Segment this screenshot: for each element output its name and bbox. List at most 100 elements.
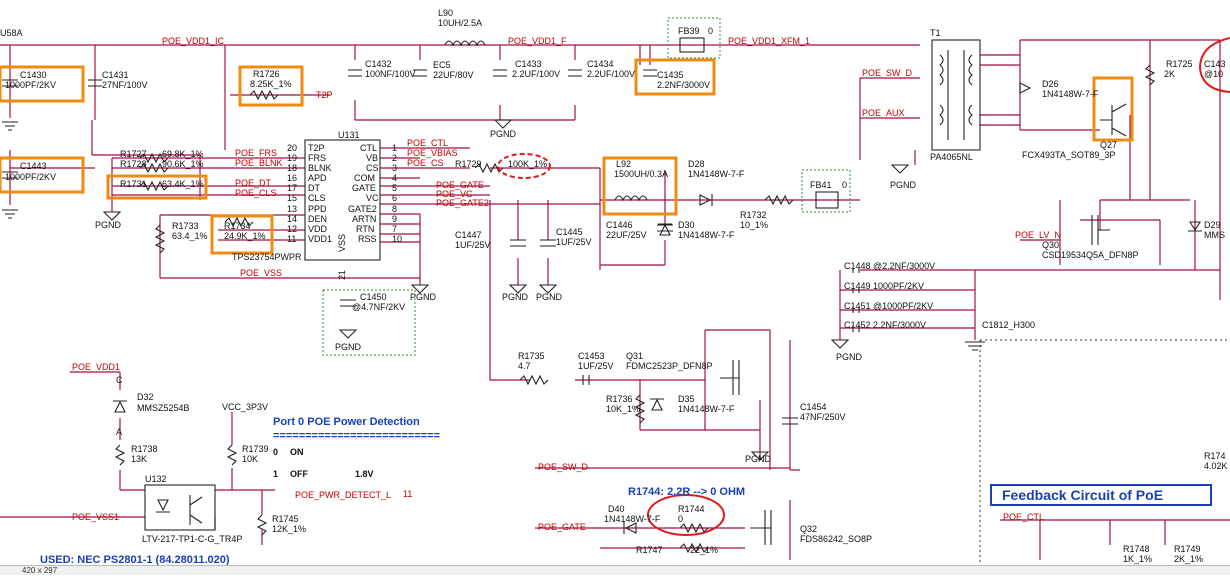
net-poe-sw-d-2: POE_SW_D	[538, 462, 589, 472]
value-c1431: 27NF/100V	[102, 80, 148, 90]
pin-vdd1: VDD1	[308, 234, 332, 244]
value-r1728: 90.6K_1%	[162, 159, 204, 169]
pin-t2p: T2P	[308, 143, 325, 153]
net-pgnd-7: PGND	[335, 342, 362, 352]
pin-num-17: 17	[287, 183, 297, 193]
value-c1443: 1000PF/2KV	[5, 172, 56, 182]
value-q32: FDS86242_SO8P	[800, 534, 872, 544]
label-l90: L90	[438, 8, 453, 18]
value-r1732: 10_1%	[740, 220, 768, 230]
label-fb39: FB39	[678, 26, 700, 36]
net-pgnd-2: PGND	[95, 220, 122, 230]
label-r1736: R1736	[606, 394, 633, 404]
wires	[0, 39, 1230, 560]
net-poe-gate: POE_GATE	[436, 180, 484, 190]
label-d40: D40	[608, 504, 625, 514]
label-d35: D35	[678, 394, 695, 404]
highlight-r1734	[210, 214, 274, 255]
net-labels: POE_VDD1_IC POE_VDD1_F POE_VDD1_XFM_1 PO…	[0, 28, 1061, 532]
label-d29: D29	[1204, 220, 1221, 230]
component-glyphs	[2, 37, 1230, 565]
value-q30: CSD19534Q5A_DFN8P	[1042, 250, 1139, 260]
value-c1450: @4.7NF/2KV	[352, 302, 405, 312]
label-fb41: FB41	[810, 180, 832, 190]
value-r1745: 12K_1%	[272, 524, 306, 534]
pin-num-20: 20	[287, 143, 297, 153]
pin-num-4: 4	[392, 173, 397, 183]
label-c1435: C1435	[657, 70, 684, 80]
port-title: Port 0 POE Power Detection	[273, 416, 420, 428]
pin-vss: VSS	[337, 234, 347, 252]
label-c1453: C1453	[578, 351, 605, 361]
pin-num-18: 18	[287, 163, 297, 173]
value-r1748: 1K_1%	[1123, 554, 1152, 564]
label-d28: D28	[688, 159, 705, 169]
pin-num-13: 13	[287, 204, 297, 214]
value-t1: PA4065NL	[930, 152, 973, 162]
pin-dt: DT	[308, 183, 320, 193]
value-fb41: 0	[842, 180, 847, 190]
value-r1733: 63.4_1%	[172, 231, 208, 241]
port-rule: ==========================	[273, 430, 440, 442]
state-1-num: 1	[273, 469, 278, 479]
value-d28: 1N4148W-7-F	[688, 169, 745, 179]
label-r1739: R1739	[242, 444, 269, 454]
net-poe-vc: POE_VC	[436, 189, 473, 199]
highlight-c1443	[0, 156, 85, 194]
label-u132: U132	[145, 474, 167, 484]
value-r1729: 100K_1%	[508, 159, 547, 169]
diode-pin-c: C	[116, 375, 123, 385]
label-r1735: R1735	[518, 351, 545, 361]
component-labels: C1430 1000PF/2KV C1431 27NF/100V C1443 1…	[5, 8, 1228, 564]
label-r1725: R1725	[1166, 59, 1193, 69]
value-ec5: 22UF/80V	[433, 70, 474, 80]
pin-ppd: PPD	[308, 204, 327, 214]
highlight-l92	[602, 156, 678, 216]
value-r1749: 2K_1%	[1174, 554, 1203, 564]
net-poe-lv-n: POE_LV_N	[1015, 230, 1061, 240]
value-r1727: 69.8K_1%	[162, 149, 204, 159]
net-poe-ctl-2: POE_CTL	[1003, 512, 1044, 522]
label-c1434: C1434	[587, 59, 614, 69]
pin-vb: VB	[366, 153, 378, 163]
pin-num-9: 9	[392, 214, 397, 224]
net-poe-ctl: POE_CTL	[407, 138, 448, 148]
page-size-label: 420 x 297	[22, 566, 58, 575]
pin-num-7: 7	[392, 224, 397, 234]
pin-den: DEN	[308, 214, 327, 224]
pin-blnk: BLNK	[308, 163, 332, 173]
state-0-num: 0	[273, 447, 278, 457]
label-c1432: C1432	[365, 59, 392, 69]
pin-rtn: RTN	[356, 224, 374, 234]
value-d26: 1N4148W-7-F	[1042, 89, 1099, 99]
value-r1726: 8.25K_1%	[250, 79, 292, 89]
label-r1728: R1728	[120, 159, 147, 169]
label-c1451: C1451	[844, 301, 871, 311]
value-c1433: 2.2UF/100V	[512, 69, 560, 79]
net-poe-cs: POE_CS	[407, 158, 444, 168]
value-d32: MMSZ5254B	[137, 403, 190, 413]
net-poe-vdd1-xfm-1: POE_VDD1_XFM_1	[728, 36, 810, 46]
value-c1435: 2.2NF/3000V	[657, 80, 710, 90]
highlight-boxes	[0, 58, 1134, 255]
net-poe-dt: POE_DT	[235, 178, 272, 188]
label-d26: D26	[1042, 79, 1059, 89]
label-q31: Q31	[626, 351, 643, 361]
value-r1725: 2K	[1164, 69, 1175, 79]
value-c1430: 1000PF/2KV	[5, 80, 56, 90]
net-poe-vdd1-f: POE_VDD1_F	[508, 36, 567, 46]
highlight-q27	[1092, 76, 1134, 142]
value-r1738: 13K	[131, 454, 147, 464]
net-poe-vbias: POE_VBIAS	[407, 148, 458, 158]
label-d30: D30	[678, 220, 695, 230]
net-pgnd-8: PGND	[836, 352, 863, 362]
label-r1726: R1726	[253, 69, 280, 79]
pin-num-3: 3	[392, 163, 397, 173]
pin-artn: ARTN	[352, 214, 376, 224]
value-r1744: 0	[678, 514, 683, 524]
pin-num-1: 1	[392, 143, 397, 153]
r1744-note: R1744: 2.2R --> 0 OHM	[628, 486, 745, 498]
net-pgnd-3: PGND	[890, 180, 917, 190]
net-u58a: U58A	[0, 28, 23, 38]
